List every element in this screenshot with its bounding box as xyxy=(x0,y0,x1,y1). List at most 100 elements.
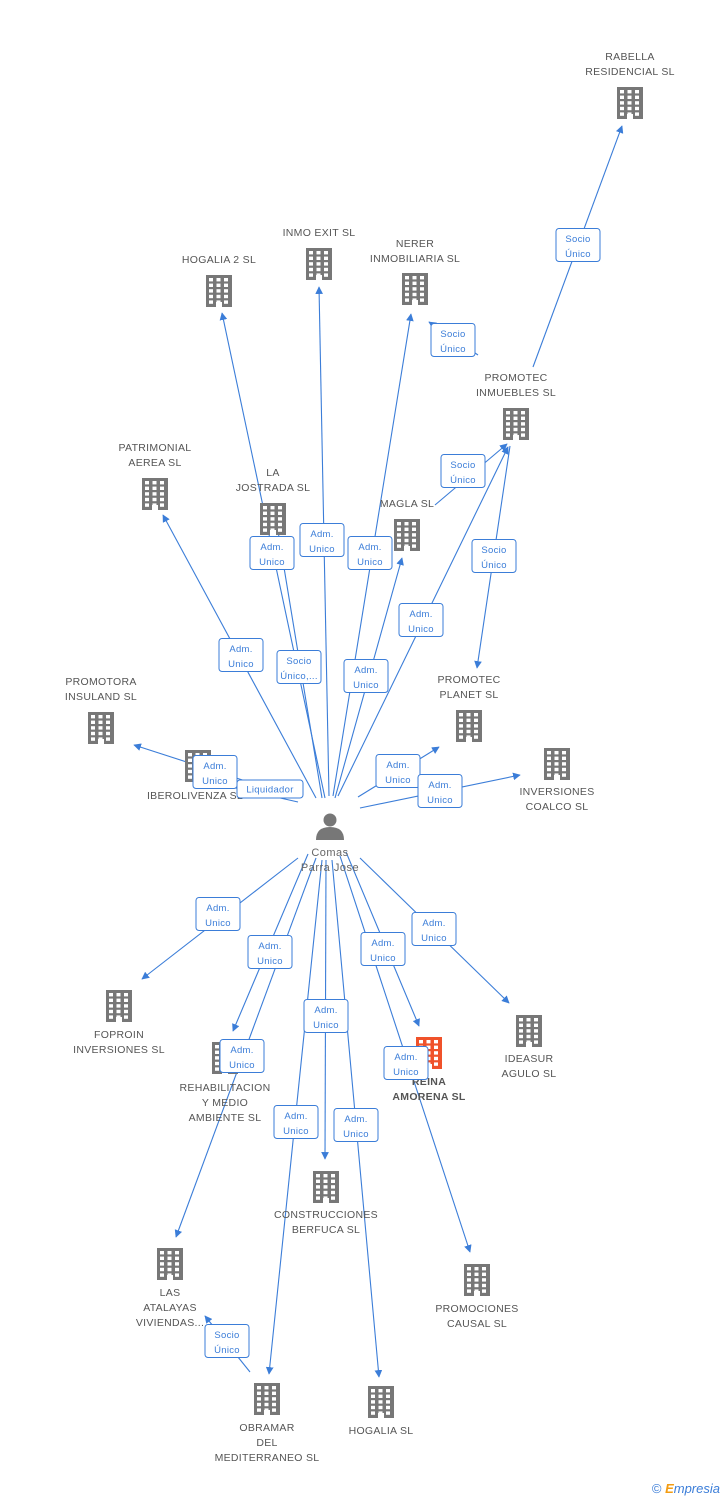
building-icon xyxy=(157,1248,183,1280)
relation-label-obramar[interactable]: Adm.Unico xyxy=(273,1105,319,1139)
relation-label-foproin[interactable]: Adm.Unico xyxy=(195,897,241,931)
company-label: LAS xyxy=(160,1287,181,1299)
relation-text: Socio xyxy=(214,1330,239,1341)
relation-text: Adm. xyxy=(428,780,451,791)
company-label: INMO EXIT SL xyxy=(283,227,356,239)
company-label: INVERSIONES xyxy=(519,786,594,798)
relation-text: Socio xyxy=(565,234,590,245)
relation-text: Adm. xyxy=(371,938,394,949)
company-label: IBEROLIVENZA SL xyxy=(147,790,243,802)
relation-text: Unico xyxy=(313,1020,339,1031)
relation-label-la_jostrada[interactable]: Adm.Unico xyxy=(249,536,295,570)
company-node-hogalia2[interactable]: HOGALIA 2 SL xyxy=(182,254,256,307)
relation-text: Socio xyxy=(481,545,506,556)
relation-label-inversiones_coalco[interactable]: Adm.Unico xyxy=(417,774,463,808)
company-node-inmo_exit[interactable]: INMO EXIT SL xyxy=(283,227,356,280)
relation-text: Unico xyxy=(357,557,383,568)
footer-brand[interactable]: © Empresia xyxy=(652,1481,720,1496)
relation-text: Unico xyxy=(283,1126,309,1137)
relation-label-promotec_planet[interactable]: Adm.Unico xyxy=(375,754,421,788)
relation-label-hogalia[interactable]: Adm. Unico xyxy=(333,1108,379,1142)
building-icon xyxy=(313,1171,339,1203)
relation-label-hogalia2[interactable]: SocioÚnico,... xyxy=(276,650,322,684)
building-icon xyxy=(206,275,232,307)
relation-label-reina_amorena[interactable]: Adm. Unico xyxy=(360,932,406,966)
company-label: JOSTRADA SL xyxy=(236,482,311,494)
relation-label-patrimonial[interactable]: Adm.Unico xyxy=(218,638,264,672)
company-label: RABELLA xyxy=(605,51,654,63)
relation-label-promociones_causal[interactable]: Adm.Unico xyxy=(383,1046,429,1080)
building-icon xyxy=(456,710,482,742)
company-label: INMUEBLES SL xyxy=(476,387,556,399)
company-label: COALCO SL xyxy=(526,801,589,813)
relation-label-iberolivenza[interactable]: Liquidador xyxy=(236,779,304,799)
company-label: MAGLA SL xyxy=(380,498,434,510)
company-node-hogalia[interactable]: HOGALIA SL xyxy=(349,1386,414,1437)
company-label: NERER xyxy=(396,238,434,250)
company-node-construcciones_berfuca[interactable]: CONSTRUCCIONES BERFUCA SL xyxy=(274,1171,378,1236)
company-node-inversiones_coalco[interactable]: INVERSIONES COALCO SL xyxy=(519,748,594,813)
relation-text: Adm. xyxy=(229,644,252,655)
company-label: RESIDENCIAL SL xyxy=(585,66,675,78)
relation-label-ideasur[interactable]: Adm.Unico xyxy=(411,912,457,946)
relation-text: Unico xyxy=(370,953,396,964)
relation-text: Socio xyxy=(440,329,465,340)
relation-label-promotora_insuland[interactable]: Adm. Unico xyxy=(192,755,238,789)
relation-label-rehabilitacion[interactable]: Adm.Unico xyxy=(247,935,293,969)
relation-text: Adm. xyxy=(358,542,381,553)
relation-label-magla[interactable]: Adm.Unico xyxy=(343,659,389,693)
brand-logo: Empresia xyxy=(665,1481,720,1496)
relation-text: Unico xyxy=(393,1067,419,1078)
relation-text: Unico xyxy=(309,544,335,555)
company-label: OBRAMAR xyxy=(239,1422,294,1434)
relation-text: Unico xyxy=(257,956,283,967)
relation-label-inmo_exit[interactable]: Adm.Unico xyxy=(299,523,345,557)
relation-text: Liquidador xyxy=(246,785,293,796)
company-node-las_atalayas[interactable]: LASATALAYASVIVIENDAS... xyxy=(136,1248,204,1329)
company-label: PROMOCIONES xyxy=(435,1303,518,1315)
relation-text: Adm. xyxy=(203,761,226,772)
relation-text: Unico xyxy=(343,1129,369,1140)
company-label: PROMOTEC xyxy=(437,674,500,686)
relation-text: Adm. xyxy=(230,1045,253,1056)
copyright-icon: © xyxy=(651,1481,662,1496)
building-icon xyxy=(142,478,168,510)
building-icon xyxy=(402,273,428,305)
relation-text: Adm. xyxy=(409,609,432,620)
relation-text: Único,... xyxy=(280,671,318,682)
relation-label-nerer[interactable]: Adm. Unico xyxy=(347,536,393,570)
relation-text: Socio xyxy=(450,460,475,471)
person-label: Parra Jose xyxy=(301,862,359,874)
relation-text: Unico xyxy=(202,776,228,787)
relation-text: Unico xyxy=(385,775,411,786)
company-node-rabella[interactable]: RABELLA RESIDENCIAL SL xyxy=(585,51,675,119)
company-node-magla[interactable]: MAGLA SL xyxy=(380,498,434,551)
company-label: PLANET SL xyxy=(439,689,498,701)
relation-text: Único xyxy=(450,475,476,486)
relation-text: Adm. xyxy=(344,1114,367,1125)
relation-label-promotec_inmuebles[interactable]: Adm.Unico xyxy=(398,603,444,637)
company-node-promotec_planet[interactable]: PROMOTEC PLANET SL xyxy=(437,674,500,742)
company-label: BERFUCA SL xyxy=(292,1224,360,1236)
company-label: HOGALIA SL xyxy=(349,1425,414,1437)
company-label: IDEASUR xyxy=(505,1053,554,1065)
relation-label-las_atalayas[interactable]: Adm.Unico xyxy=(219,1039,265,1073)
company-label: CONSTRUCCIONES xyxy=(274,1209,378,1221)
relation-label-construcciones_berfuca[interactable]: Adm.Unico xyxy=(303,999,349,1033)
company-label: MEDITERRANEO SL xyxy=(215,1452,320,1464)
